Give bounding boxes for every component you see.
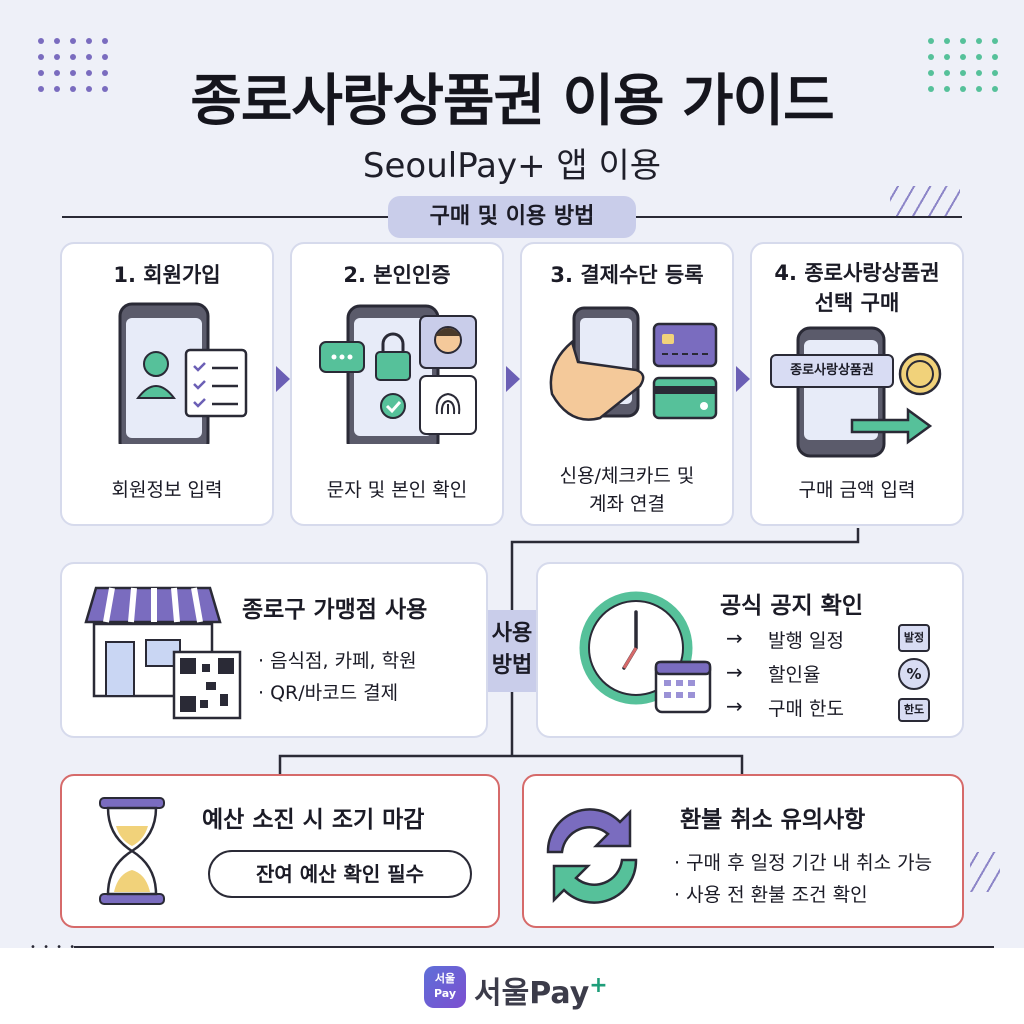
hourglass-icon — [99, 797, 165, 905]
notice-item-discount: 할인율 — [768, 664, 821, 686]
step-arrow-icon — [736, 366, 750, 392]
usage-badge-line2: 방법 — [491, 653, 533, 678]
step-description: 회원정보 입력 — [111, 479, 223, 501]
budget-reminder-bubble: 잔여 예산 확인 필수 — [208, 850, 472, 898]
step-card-purchase[interactable]: 4. 종로사랑상품권 선택 구매 종로사랑상품권 구매 금액 입력 — [750, 242, 964, 526]
step-title: 3. 결제수단 등록 — [550, 263, 704, 287]
step-title: 1. 회원가입 — [113, 263, 221, 287]
store-usage-card[interactable]: 종로구 가맹점 사용 · 음식점, 카페, 학원 · QR/바코드 결제 — [60, 562, 488, 738]
notice-item-limit: 구매 한도 — [768, 698, 844, 720]
hand-phone-cards-icon — [549, 306, 718, 421]
decorative-hatch-side — [970, 852, 1000, 892]
step-card-signup[interactable]: 1. 회원가입 회원정보 입력 — [60, 242, 274, 526]
page-subtitle: SeoulPay+ 앱 이용 — [362, 146, 662, 186]
notice-title: 공식 공지 확인 — [720, 593, 863, 619]
discount-badge-icon: % — [898, 658, 930, 690]
arrow-right-icon: → — [726, 626, 743, 650]
phone-lock-fingerprint-icon — [319, 304, 477, 444]
page-title: 종로사랑상품권 이용 가이드 — [190, 69, 834, 134]
budget-title: 예산 소진 시 조기 마감 — [202, 807, 425, 833]
step-title-line1: 4. 종로사랑상품권 — [774, 261, 940, 285]
notice-item-schedule: 발행 일정 — [768, 630, 844, 652]
footer-brand-plus: + — [589, 973, 608, 998]
budget-warning-card[interactable]: 예산 소진 시 조기 마감 잔여 예산 확인 필수 — [60, 774, 500, 928]
step-description: 구매 금액 입력 — [798, 479, 916, 501]
voucher-tag: 종로사랑상품권 — [770, 354, 894, 388]
limit-tag-icon: 한도 — [898, 698, 930, 722]
footer-divider — [74, 946, 994, 948]
logo-line1: 서울 — [434, 972, 456, 985]
footer-brand: 서울Pay+ — [474, 968, 608, 1012]
refund-notice-card[interactable]: 환불 취소 유의사항 · 구매 후 일정 기간 내 취소 가능 · 사용 전 환… — [522, 774, 964, 928]
decorative-hatch-top — [890, 186, 960, 216]
step-description-line1: 신용/체크카드 및 — [559, 465, 695, 487]
decorative-dots-left — [38, 38, 108, 92]
store-bullet-1: · 음식점, 카페, 학원 — [258, 650, 417, 672]
arrow-right-icon: → — [726, 694, 743, 718]
decorative-dots-right — [928, 38, 998, 92]
arrow-right-icon: → — [726, 660, 743, 684]
step-card-verification[interactable]: 2. 본인인증 문자 및 본인 확인 — [290, 242, 504, 526]
footer-bar — [0, 948, 1024, 1024]
refund-title: 환불 취소 유의사항 — [680, 807, 866, 833]
footer-dots: • • • • — [30, 942, 77, 953]
official-notice-card[interactable]: 공식 공지 확인 → 발행 일정 → 할인율 → 구매 한도 발정 % 한도 — [536, 562, 964, 738]
step-arrow-icon — [276, 366, 290, 392]
refund-bullet-2: · 사용 전 환불 조건 확인 — [674, 884, 868, 906]
refresh-cycle-icon — [546, 808, 638, 904]
clock-calendar-icon — [579, 591, 712, 714]
section-label: 구매 및 이용 방법 — [388, 196, 636, 238]
usage-badge-line1: 사용 — [491, 621, 533, 646]
seoulpay-logo-icon[interactable]: 서울 Pay — [424, 966, 466, 1008]
store-title: 종로구 가맹점 사용 — [242, 597, 428, 623]
step-title: 2. 본인인증 — [343, 263, 451, 287]
logo-line2: Pay — [433, 987, 457, 1000]
step-title-line2: 선택 구매 — [814, 291, 900, 315]
step-description-line2: 계좌 연결 — [589, 493, 665, 515]
calendar-tag-icon: 발정 — [898, 624, 930, 652]
refund-bullet-1: · 구매 후 일정 기간 내 취소 가능 — [674, 852, 933, 874]
step-card-payment[interactable]: 3. 결제수단 등록 신용/체크카드 및 계좌 연결 — [520, 242, 734, 526]
footer-brand-name: 서울Pay — [474, 976, 590, 1011]
store-bullet-2: · QR/바코드 결제 — [258, 682, 399, 704]
step-arrow-icon — [506, 366, 520, 392]
storefront-qr-icon — [84, 586, 242, 720]
step-description: 문자 및 본인 확인 — [326, 479, 468, 501]
phone-user-checklist-icon — [118, 302, 248, 444]
